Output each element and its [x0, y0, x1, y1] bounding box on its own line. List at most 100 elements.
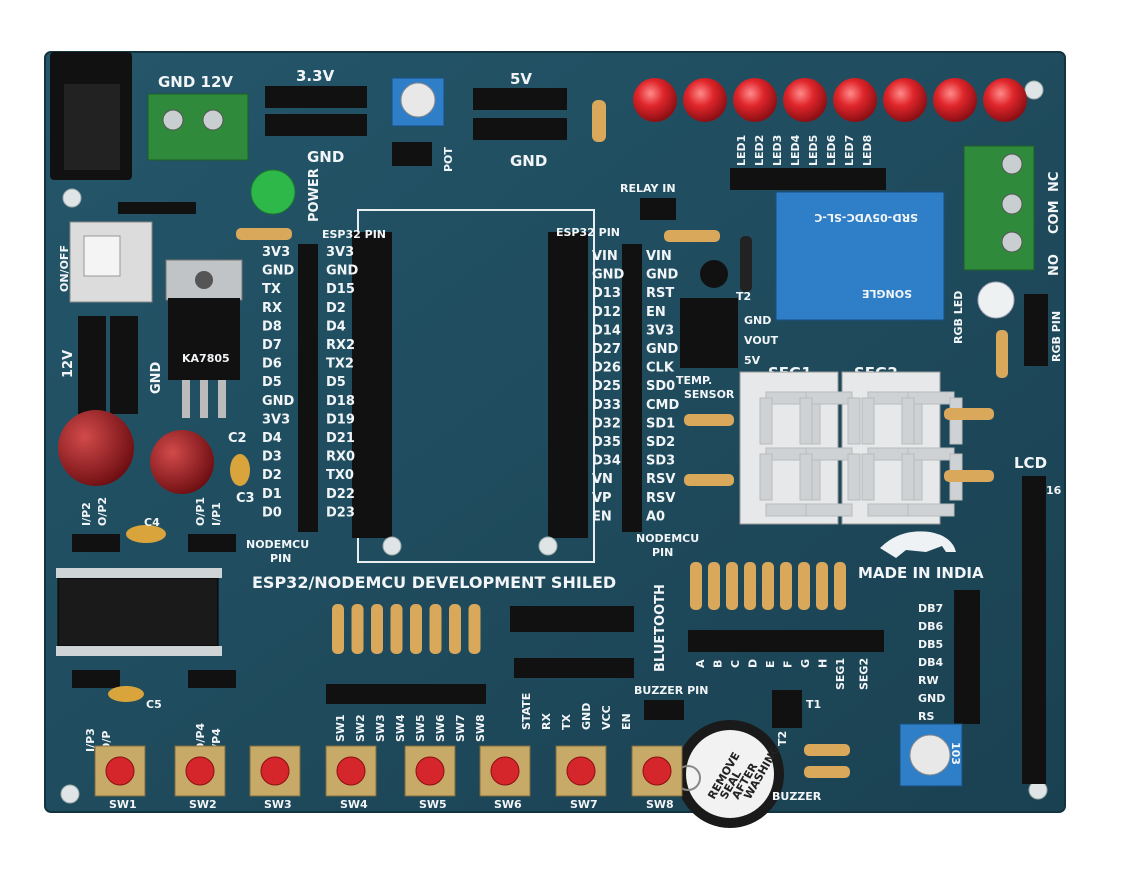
nodemcu-left-pin-label: 3V3	[262, 245, 290, 260]
esp32-right-pin-label: D13	[592, 286, 621, 301]
seg-segment	[867, 503, 915, 517]
seg-segment	[799, 453, 813, 501]
resistor	[690, 562, 702, 610]
seg-segment	[799, 397, 813, 445]
seg-segment	[907, 447, 955, 461]
nodemcu-left-pin-label: D0	[262, 505, 282, 520]
esp32-right-pin-label: VIN	[592, 249, 618, 264]
esp32-left-pin-label: RX2	[326, 338, 355, 353]
seg-segment	[907, 391, 955, 405]
lcd-pin-label: DB6	[918, 620, 944, 633]
lcd-data-header	[954, 590, 980, 724]
led-label-7: LED7	[843, 135, 856, 166]
regulator-label: KA7805	[182, 352, 230, 365]
seg-segment	[861, 397, 875, 445]
mount-hole	[1024, 80, 1044, 100]
resistor	[816, 562, 828, 610]
header-12v	[78, 316, 106, 414]
temp-pin-vout: VOUT	[744, 334, 779, 347]
seg-header-letter: B	[712, 660, 725, 668]
resistor	[744, 562, 756, 610]
resistor	[468, 604, 481, 654]
seg-header-letter: SEG1	[834, 658, 847, 690]
led-label-3: LED3	[771, 135, 784, 166]
seg-segment	[805, 447, 853, 461]
push-button-label: SW4	[340, 798, 368, 811]
made-in-india: MADE IN INDIA	[858, 564, 984, 582]
push-button-cap	[185, 756, 215, 786]
esp32-left-pin-label: D4	[326, 319, 346, 334]
push-button-label: SW5	[419, 798, 447, 811]
nodemcu-right-pin-label: SD2	[646, 435, 675, 450]
c5-label: C5	[146, 698, 162, 711]
capacitor-c2	[150, 430, 214, 494]
nodemcu-right-pin-label: RST	[646, 286, 674, 301]
nodemcu-right-pin-label: 3V3	[646, 323, 674, 338]
ip1-label: I/P1	[210, 502, 223, 526]
seg-segment	[805, 503, 853, 517]
esp32-right-pin-label: D25	[592, 379, 621, 394]
seg-segment	[907, 503, 955, 517]
temp-label-2: SENSOR	[684, 388, 735, 401]
seg-segment	[847, 397, 861, 445]
esp32-left-pin-label: D15	[326, 282, 355, 297]
v5-label: 5V	[510, 70, 532, 88]
dc-jack-body	[64, 84, 120, 170]
esp32-left-pin-label: TX0	[326, 468, 354, 483]
push-button-label: SW8	[646, 798, 674, 811]
nodemcu-right-pin-label: A0	[646, 509, 665, 524]
led-6	[883, 78, 927, 122]
bluetooth-pin-label: RX	[540, 713, 553, 730]
lcd-pin-label: DB4	[918, 656, 944, 669]
relay-terminal-nc: NC	[1047, 172, 1062, 192]
relay-in-header	[640, 198, 676, 220]
esp32-pin-title-right: ESP32 PIN	[556, 226, 620, 239]
capacitor-big	[58, 410, 134, 486]
gnd-label-a: GND	[307, 148, 344, 166]
nodemcu-left-label: NODEMCU	[246, 538, 309, 551]
t1-label: T1	[806, 698, 821, 711]
resistor	[449, 604, 461, 654]
nodemcu-right-pin-label: RSV	[646, 491, 675, 506]
push-button-cap	[105, 756, 135, 786]
lcd-pin-label: GND	[918, 692, 945, 705]
resistor	[390, 604, 403, 654]
relay-terminal-no: NO	[1047, 254, 1062, 276]
relay	[775, 191, 945, 321]
buzzer-seal	[686, 730, 774, 818]
header-3v3	[265, 86, 367, 136]
resistor	[351, 604, 364, 654]
bluetooth-pin-label: GND	[580, 703, 593, 730]
jumper-io4	[188, 670, 236, 688]
seg-segment	[949, 397, 963, 445]
pot-header	[392, 142, 432, 166]
nodemcu-left-header	[298, 244, 318, 532]
resistor	[834, 562, 846, 610]
esp32-left-pin-label: D22	[326, 487, 355, 502]
led-4	[783, 78, 827, 122]
resistor	[410, 604, 422, 654]
gnd12v-label: GND 12V	[158, 73, 233, 91]
esp32-left-pin-label: D2	[326, 301, 346, 316]
esp32-right-pin-label: D35	[592, 435, 621, 450]
buzzer-pin-header	[644, 700, 684, 720]
switch-pin-header	[326, 684, 486, 704]
nodemcu-right-pin-label: GND	[646, 342, 679, 357]
board-title: ESP32/NODEMCU DEVELOPMENT SHILED	[252, 573, 616, 592]
led-header	[730, 168, 886, 190]
temp-pin-gnd: GND	[744, 314, 771, 327]
led-3	[733, 78, 777, 122]
esp32-right-pin-label: D34	[592, 454, 621, 469]
lcd-pin-label: RS	[918, 710, 934, 723]
seg-segment	[901, 397, 915, 445]
esp32-left-pin-label: D21	[326, 431, 355, 446]
resistor	[762, 562, 774, 610]
bluetooth-pin-label: STATE	[520, 693, 533, 730]
bluetooth-header	[510, 606, 634, 632]
c3-label: C3	[236, 491, 255, 506]
pot-label: POT	[442, 147, 455, 172]
nodemcu-right-pin-label: RSV	[646, 472, 675, 487]
seg-segment	[861, 453, 875, 501]
relay-brand: SONGLE	[862, 287, 912, 300]
